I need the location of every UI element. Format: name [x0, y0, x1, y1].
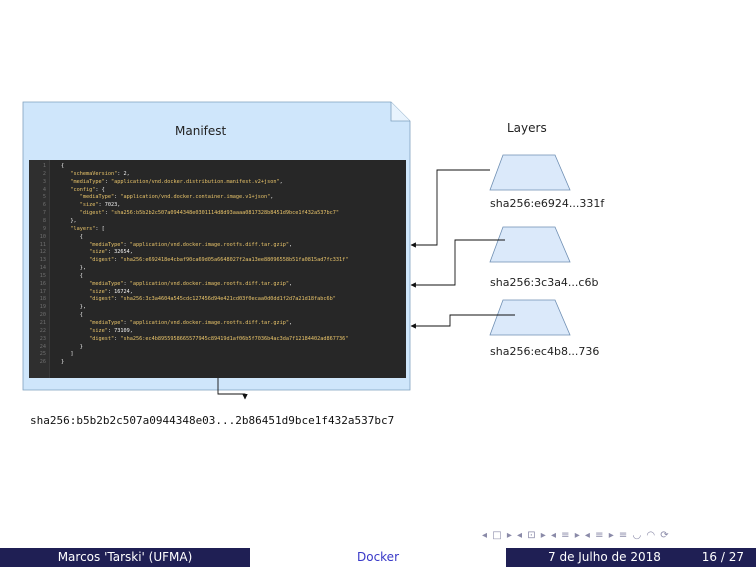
code-line-number: 3 [42, 178, 46, 185]
layer-shape-3 [489, 299, 571, 336]
connector-digest [217, 378, 248, 400]
beamer-nav-controls[interactable]: ◂ □ ▸ ◂ ⊡ ▸ ◂ ≡ ▸ ◂ ≡ ▸ ≡ ◡ ◠ ⟳ [482, 530, 670, 541]
code-line-number: 16 [39, 280, 46, 287]
code-line-number: 24 [39, 343, 46, 350]
footer-date: 7 de Julho de 2018 [548, 550, 661, 564]
layer-label-3: sha256:ec4b8...736 [490, 345, 600, 358]
code-line-number: 14 [39, 265, 46, 272]
manifest-digest: sha256:b5b2b2c507a0944348e03...2b86451d9… [30, 414, 395, 427]
code-line: 18 "digest": "sha256:3c3a4604a545cdc1274… [40, 296, 336, 303]
code-line-number: 1 [42, 163, 46, 169]
code-line: 11 "mediaType": "application/vnd.docker.… [40, 242, 292, 249]
footer-date-page: 7 de Julho de 2018 16 / 27 [506, 548, 756, 567]
footer-author: Marcos 'Tarski' (UFMA) [0, 548, 250, 567]
code-line-number: 10 [39, 233, 46, 240]
layer-shape-2 [489, 226, 571, 263]
code-line: 10 { [40, 234, 83, 241]
code-line: 2 "schemaVersion": 2, [43, 171, 130, 178]
code-line-number: 18 [39, 296, 46, 303]
code-line: 5 "mediaType": "application/vnd.docker.c… [43, 194, 274, 201]
code-line-number: 13 [39, 257, 46, 264]
layer-label-2: sha256:3c3a4...c6b [490, 276, 599, 289]
code-line-number: 9 [42, 225, 46, 232]
code-line: 15 { [40, 273, 83, 280]
layer-label-1: sha256:e6924...331f [490, 197, 605, 210]
manifest-title: Manifest [175, 124, 227, 138]
code-line-number: 7 [42, 210, 46, 217]
code-line-number: 5 [42, 194, 46, 201]
code-line-number: 6 [42, 202, 46, 209]
slide-footer: Marcos 'Tarski' (UFMA) Docker 7 de Julho… [0, 548, 756, 567]
code-line-number: 23 [39, 335, 46, 342]
code-line: 20 { [40, 312, 83, 319]
layers-title: Layers [507, 121, 547, 135]
code-line: 25 ] [40, 351, 74, 358]
code-line: 14 }, [40, 265, 86, 272]
connector-layer-2 [410, 239, 505, 288]
code-line: 8 }, [43, 218, 77, 225]
code-line-number: 4 [42, 186, 46, 193]
connector-layer-3 [410, 314, 515, 329]
code-line: 16 "mediaType": "application/vnd.docker.… [40, 281, 292, 288]
manifest-code-panel: 1{2 "schemaVersion": 2,3 "mediaType": "a… [29, 160, 406, 378]
code-line: 21 "mediaType": "application/vnd.docker.… [40, 320, 292, 327]
code-line: 7 "digest": "sha256:b5b2b2c507a0944348e0… [43, 210, 339, 217]
code-line-number: 25 [39, 351, 46, 358]
code-line: 9 "layers": [ [43, 226, 105, 233]
code-line: 3 "mediaType": "application/vnd.docker.d… [43, 179, 283, 186]
code-line: 22 "size": 73109, [40, 328, 133, 335]
code-line-number: 8 [42, 217, 46, 224]
code-line-number: 19 [39, 304, 46, 311]
code-line-number: 20 [39, 312, 46, 319]
code-line: 26} [40, 359, 64, 366]
code-line: 17 "size": 16724, [40, 289, 133, 296]
code-line-number: 12 [39, 249, 46, 256]
code-line-number: 17 [39, 288, 46, 295]
code-line: 13 "digest": "sha256:e692418e4cbaf90ca69… [40, 257, 349, 264]
code-line: 1{ [43, 163, 64, 170]
code-line: 4 "config": { [43, 187, 105, 194]
footer-topic[interactable]: Docker [250, 548, 506, 567]
code-line-number: 11 [39, 241, 46, 248]
code-line: 24 } [40, 344, 83, 351]
connector-layer-1 [410, 169, 490, 248]
code-gutter [29, 160, 50, 378]
code-line: 12 "size": 32654, [40, 249, 133, 256]
code-line-number: 21 [39, 320, 46, 326]
code-line-number: 22 [39, 327, 46, 334]
layer-shape-1 [489, 154, 571, 191]
code-line: 23 "digest": "sha256:ec4b895595866557794… [40, 336, 349, 343]
footer-page-number: 16 / 27 [701, 550, 744, 564]
code-line-number: 15 [39, 272, 46, 279]
code-line: 6 "size": 7023, [43, 202, 121, 209]
code-line-number: 2 [42, 170, 46, 177]
code-line: 19 }, [40, 304, 86, 311]
code-line-number: 26 [39, 359, 46, 366]
